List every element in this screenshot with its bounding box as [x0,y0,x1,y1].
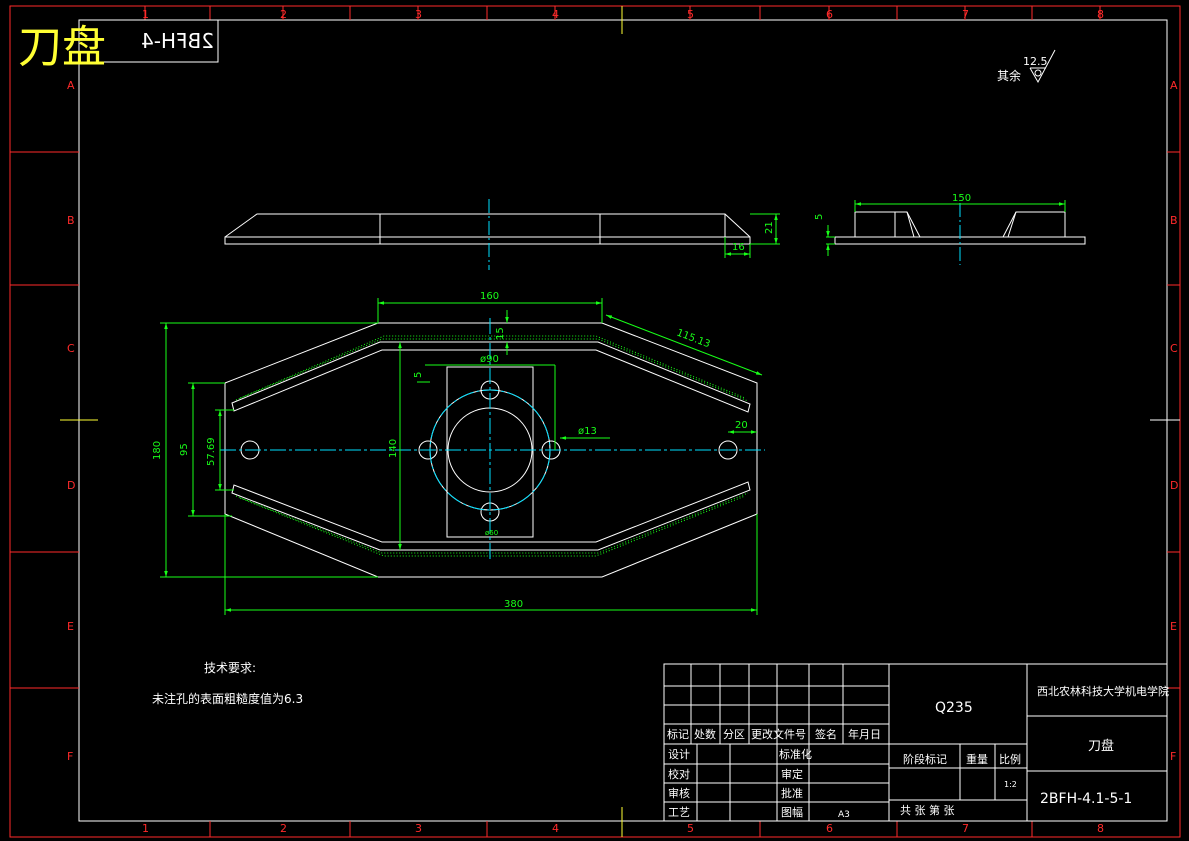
tb-weight-label: 重量 [966,752,988,766]
centerlines [220,318,765,560]
title-block [663,663,1168,822]
dim-180: 180 [152,441,163,460]
hole-left [418,440,438,460]
grid-col-4-bottom: 4 [552,822,559,835]
dim-95: 95 [179,443,190,456]
tb-sheet-size: A3 [838,810,850,820]
tb-header-0: 标记 [667,727,689,741]
tb-header-2: 分区 [723,728,745,741]
tb-material: Q235 [935,700,973,716]
tb-header-4: 签名 [815,727,837,741]
grid-col-1-bottom: 1 [142,822,149,835]
tb-scale-label: 比例 [999,752,1021,766]
dim-5: 5 [413,372,424,378]
dim-140: 140 [388,439,399,458]
roughness-symbol [1029,49,1056,84]
technical-notes: 技术要求: 未注孔的表面粗糙度值为6.3 [152,661,303,706]
dim-5b: 5 [814,214,825,220]
grid-col-2: 2 [280,8,287,21]
grid-col-4: 4 [552,8,559,21]
grid-row-f-right: F [1170,750,1176,763]
tb-sheet-count: 共 张 第 张 [900,803,955,817]
tb-part-name: 刀盘 [1088,738,1114,754]
tb-row-mid-3: 图幅 [781,806,803,819]
grid-row-d: D [67,479,75,492]
dim-60: ø60 [485,529,498,537]
grid-row-a: A [67,79,75,92]
grid-col-5: 5 [687,8,694,21]
grid-row-a-right: A [1170,79,1178,92]
roughness-value: 12.5 [1023,55,1048,68]
drawing-frame [9,5,1181,838]
grid-row-c: C [67,342,75,355]
dim-20: 20 [735,420,748,431]
dim-115: 115.13 [675,328,712,351]
tb-row-mid-1: 审定 [781,767,803,781]
grid-row-c-right: C [1170,342,1178,355]
tb-stage-label: 阶段标记 [903,752,947,766]
slot-lower [231,481,751,551]
side-view-right [834,203,1086,265]
roughness-note: 其余 12.5 [997,49,1056,84]
tb-header-1: 处数 [694,728,716,741]
tb-row-left-2: 审核 [668,786,690,800]
tb-row-left-1: 校对 [668,767,690,781]
header-big-title: 刀盘 [18,22,106,73]
grid-row-d-right: D [1170,479,1178,492]
grid-col-7-bottom: 7 [962,822,969,835]
tb-row-left-3: 工艺 [668,806,690,819]
grid-col-8-bottom: 8 [1097,822,1104,835]
main-dims: 160 15 115.13 ø90 5 140 ø13 20 180 95 [152,291,763,615]
grid-row-f: F [67,750,73,763]
hole-far-right [718,440,738,460]
dim-15: 15 [495,327,506,340]
tb-row-left-0: 设计 [668,748,690,761]
grid-col-1: 1 [142,8,149,21]
grid-row-e: E [67,620,74,633]
roughness-label: 其余 [997,68,1021,83]
dim-150: 150 [952,193,971,204]
grid-row-b-right: B [1170,214,1178,227]
dim-13: ø13 [578,426,597,437]
notes-line-1: 未注孔的表面粗糙度值为6.3 [152,691,303,706]
header-title-box: 2BFH-4 刀盘 [18,19,219,73]
grid-col-3: 3 [415,8,422,21]
tb-drawing-no: 2BFH-4.1-5-1 [1040,791,1132,807]
grid-col-2-bottom: 2 [280,822,287,835]
title-block-text: Q235 西北农林科技大学机电学院 刀盘 2BFH-4.1-5-1 标记 处数 … [667,684,1169,820]
grid-col-6: 6 [826,8,833,21]
side-view-right-dims: 150 5 [814,193,1066,256]
grid-col-8: 8 [1097,8,1104,21]
dim-16: 16 [732,242,745,253]
slot-upper [231,341,751,413]
dim-380: 380 [504,599,523,610]
grid-col-7: 7 [962,8,969,21]
notes-heading: 技术要求: [204,661,256,675]
dim-21: 21 [764,221,775,234]
tb-header-5: 年月日 [848,727,881,741]
grid-labels: 1 2 3 4 5 6 7 8 1 2 3 4 5 6 7 8 A B C D … [67,8,1178,835]
grid-row-e-right: E [1170,620,1177,633]
grid-row-b: B [67,214,75,227]
frame-ticks [10,6,1180,837]
side-view-left-dims: 21 16 [724,213,780,258]
header-mirrored-title: 2BFH-4 [141,29,214,53]
grid-col-6-bottom: 6 [826,822,833,835]
side-view-left [224,199,751,270]
tb-row-mid-2: 批准 [781,786,803,800]
serrations [235,335,749,557]
grid-col-5-bottom: 5 [687,822,694,835]
dim-90: ø90 [480,354,499,365]
tb-header-3: 更改文件号 [751,727,806,741]
grid-col-3-bottom: 3 [415,822,422,835]
tb-row-mid-0: 标准化 [779,747,812,761]
dim-5769: 57.69 [206,437,217,466]
dim-160: 160 [480,291,499,302]
tb-school: 西北农林科技大学机电学院 [1037,684,1169,698]
tb-scale-value: 1:2 [1004,780,1017,789]
